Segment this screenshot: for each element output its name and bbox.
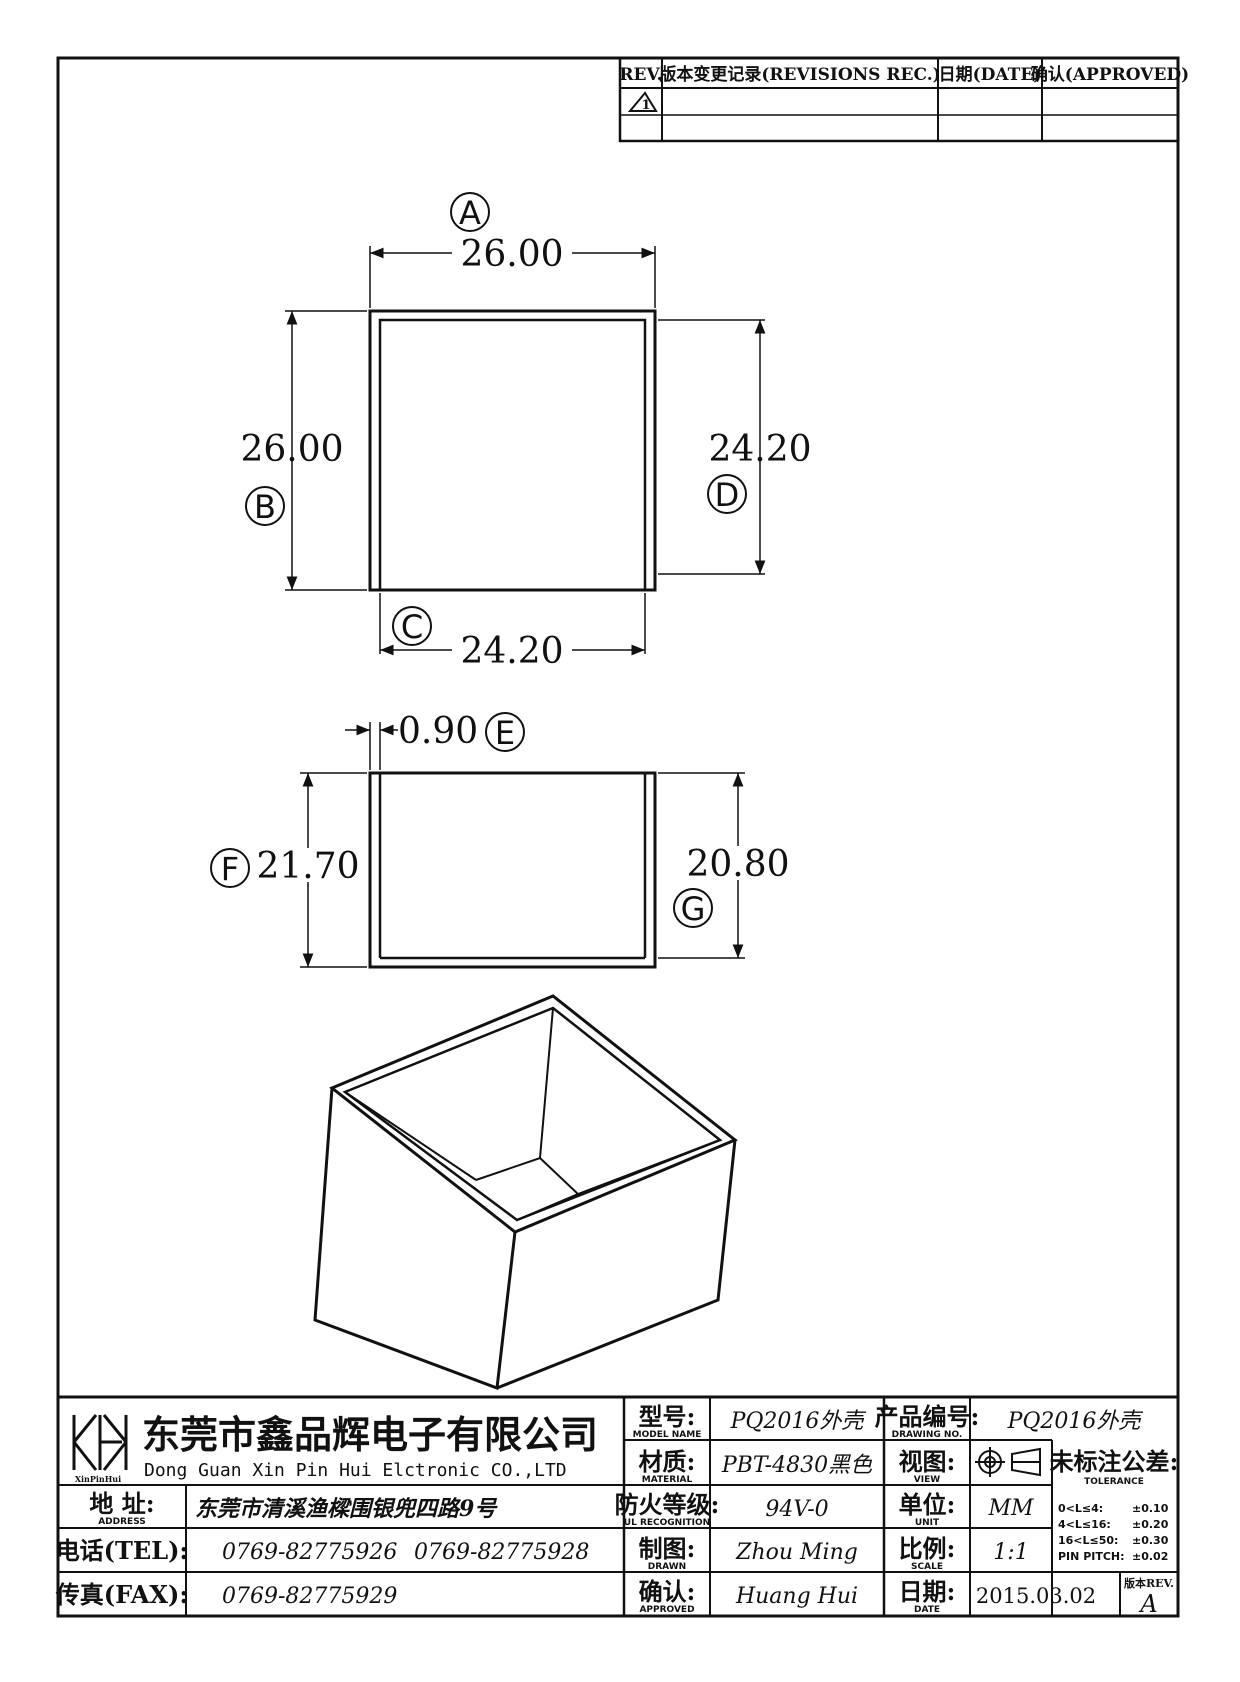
sheet-border [56,56,1180,1618]
scale-sublabel: SCALE [911,1562,943,1572]
tel-label: 电话(TEL): [56,1536,189,1565]
material-sublabel: MATERIAL [642,1475,693,1485]
isometric-view [313,994,738,1391]
side-view [300,722,745,969]
drawn-sublabel: DRAWN [648,1562,686,1572]
tolerance-range: 4<L≤16: [1058,1518,1111,1531]
dim-c-mask [452,633,572,667]
dim-d-value: 24.20 [708,429,811,470]
tolerance-label: 未标注公差: [1050,1447,1179,1476]
approved-sublabel: APPROVED [639,1605,694,1615]
dim-e-value: 0.90 [398,711,478,752]
address-label: 地 址: [89,1489,154,1518]
model-value: PQ2016外壳 [730,1409,867,1434]
fax-label: 传真(FAX): [55,1580,188,1609]
unit-label: 单位: [899,1490,956,1519]
tolerance-value: ±0.20 [1132,1518,1169,1531]
drawing-no-value: PQ2016外壳 [1007,1409,1144,1434]
revision-mark: 1 [641,98,650,113]
scale-value: 1:1 [993,1540,1028,1565]
company-name-cn: 东莞市鑫品辉电子有限公司 [142,1412,598,1457]
label-c: C [401,608,423,646]
view-sublabel: VIEW [914,1475,940,1485]
logo-text: XinPinHui [75,1474,121,1484]
tel-value-2: 0769-82775928 [414,1540,589,1565]
drawn-value: Zhou Ming [735,1540,858,1565]
rev-header: REV. [619,65,662,85]
title-block-grid [56,1395,1180,1618]
ul-value: 94V-0 [765,1497,828,1522]
tolerance-list: 0<L≤4: ±0.10 4<L≤16: ±0.20 16<L≤50: ±0.3… [1058,1502,1169,1563]
label-a: A [459,194,481,232]
unit-sublabel: UNIT [915,1518,940,1528]
model-label: 型号: [639,1402,696,1431]
label-e-circle [485,712,525,752]
label-d: D [715,476,740,514]
material-value: PBT-4830黑色 [721,1453,873,1478]
company-logo-icon [72,1414,128,1471]
rev-label: 版本REV. [1124,1576,1174,1590]
label-d-circle [707,474,747,514]
dim-f-value: 21.70 [256,846,359,887]
approved-label: 确认: [639,1577,696,1606]
label-g-circle [673,888,713,928]
tolerance-value: ±0.10 [1132,1502,1169,1515]
drawn-label: 制图: [639,1534,696,1563]
revision-date-header: 日期(DATE) [939,65,1042,85]
ul-label: 防火等级: [615,1490,720,1519]
address-value: 东莞市清溪渔樑围银兜四路9号 [195,1496,498,1522]
label-a-circle [450,192,490,232]
dim-g-mask [684,846,792,880]
tolerance-range: 16<L≤50: [1058,1534,1118,1547]
rev-value: A [1138,1590,1157,1618]
date-sublabel: DATE [914,1605,940,1615]
dim-a-value: 26.00 [460,234,563,275]
label-e: E [495,714,515,752]
dim-f-mask [256,848,360,882]
revision-triangle-icon: 1 [627,91,658,113]
tolerance-value: ±0.02 [1132,1550,1168,1563]
label-g: G [681,890,706,928]
label-b-circle [245,486,285,526]
projection-symbol-icon [975,1447,1041,1477]
date-value: 2015.03.02 [976,1584,1096,1608]
label-b: B [254,488,276,526]
ul-sublabel: UL RECOGNITION [624,1518,710,1528]
revision-table [618,56,1180,143]
model-sublabel: MODEL NAME [633,1430,702,1440]
revision-record-header: 版本变更记录(REVISIONS REC.) [659,64,940,85]
fax-value: 0769-82775929 [222,1584,397,1609]
drawing-no-sublabel: DRAWING NO. [892,1430,963,1440]
scale-label: 比例: [899,1534,956,1563]
dim-b-value: 26.00 [240,429,343,470]
dim-g-value: 20.80 [686,844,789,885]
tolerance-range: 0<L≤4: [1058,1502,1103,1515]
approved-value: Huang Hui [735,1584,858,1609]
label-f: F [221,850,239,888]
company-name-en: Dong Guan Xin Pin Hui Elctronic CO.,LTD [144,1460,567,1481]
drawing-no-label: 产品编号: [875,1402,980,1431]
tel-value-1: 0769-82775926 [222,1540,397,1565]
top-view [285,246,766,656]
material-label: 材质: [639,1447,696,1476]
dim-c-value: 24.20 [460,631,563,672]
tolerance-range: PIN PITCH: [1058,1550,1125,1563]
revision-approved-header: 确认(APPROVED) [1031,64,1189,85]
unit-value: MM [987,1496,1034,1521]
dim-a-mask [452,236,572,270]
tolerance-value: ±0.30 [1132,1534,1169,1547]
date-label: 日期: [899,1577,956,1606]
label-c-circle [392,606,432,646]
tolerance-sublabel: TOLERANCE [1084,1477,1144,1487]
label-f-circle [210,848,250,888]
view-label: 视图: [899,1447,956,1476]
address-sublabel: ADDRESS [98,1517,146,1527]
